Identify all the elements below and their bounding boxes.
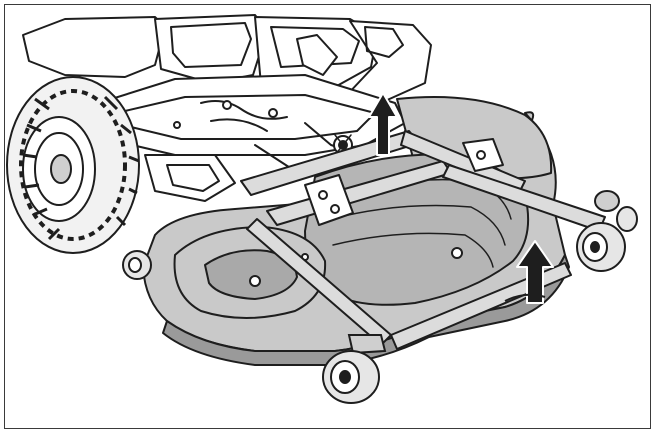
caster-wheel-rear-right [616,206,638,232]
arrow-up-icon [368,92,398,156]
tractor-body [22,14,432,202]
figure-frame [4,4,651,429]
lift-linkage [240,130,606,350]
arrow-up-icon [504,240,554,304]
caster-wheel-front-left [322,334,387,404]
caster-wheel-rear-left [122,250,152,280]
caster-wheel-front-right [576,190,626,272]
rear-tire [6,76,140,254]
mower-deck-illustration [6,14,638,404]
